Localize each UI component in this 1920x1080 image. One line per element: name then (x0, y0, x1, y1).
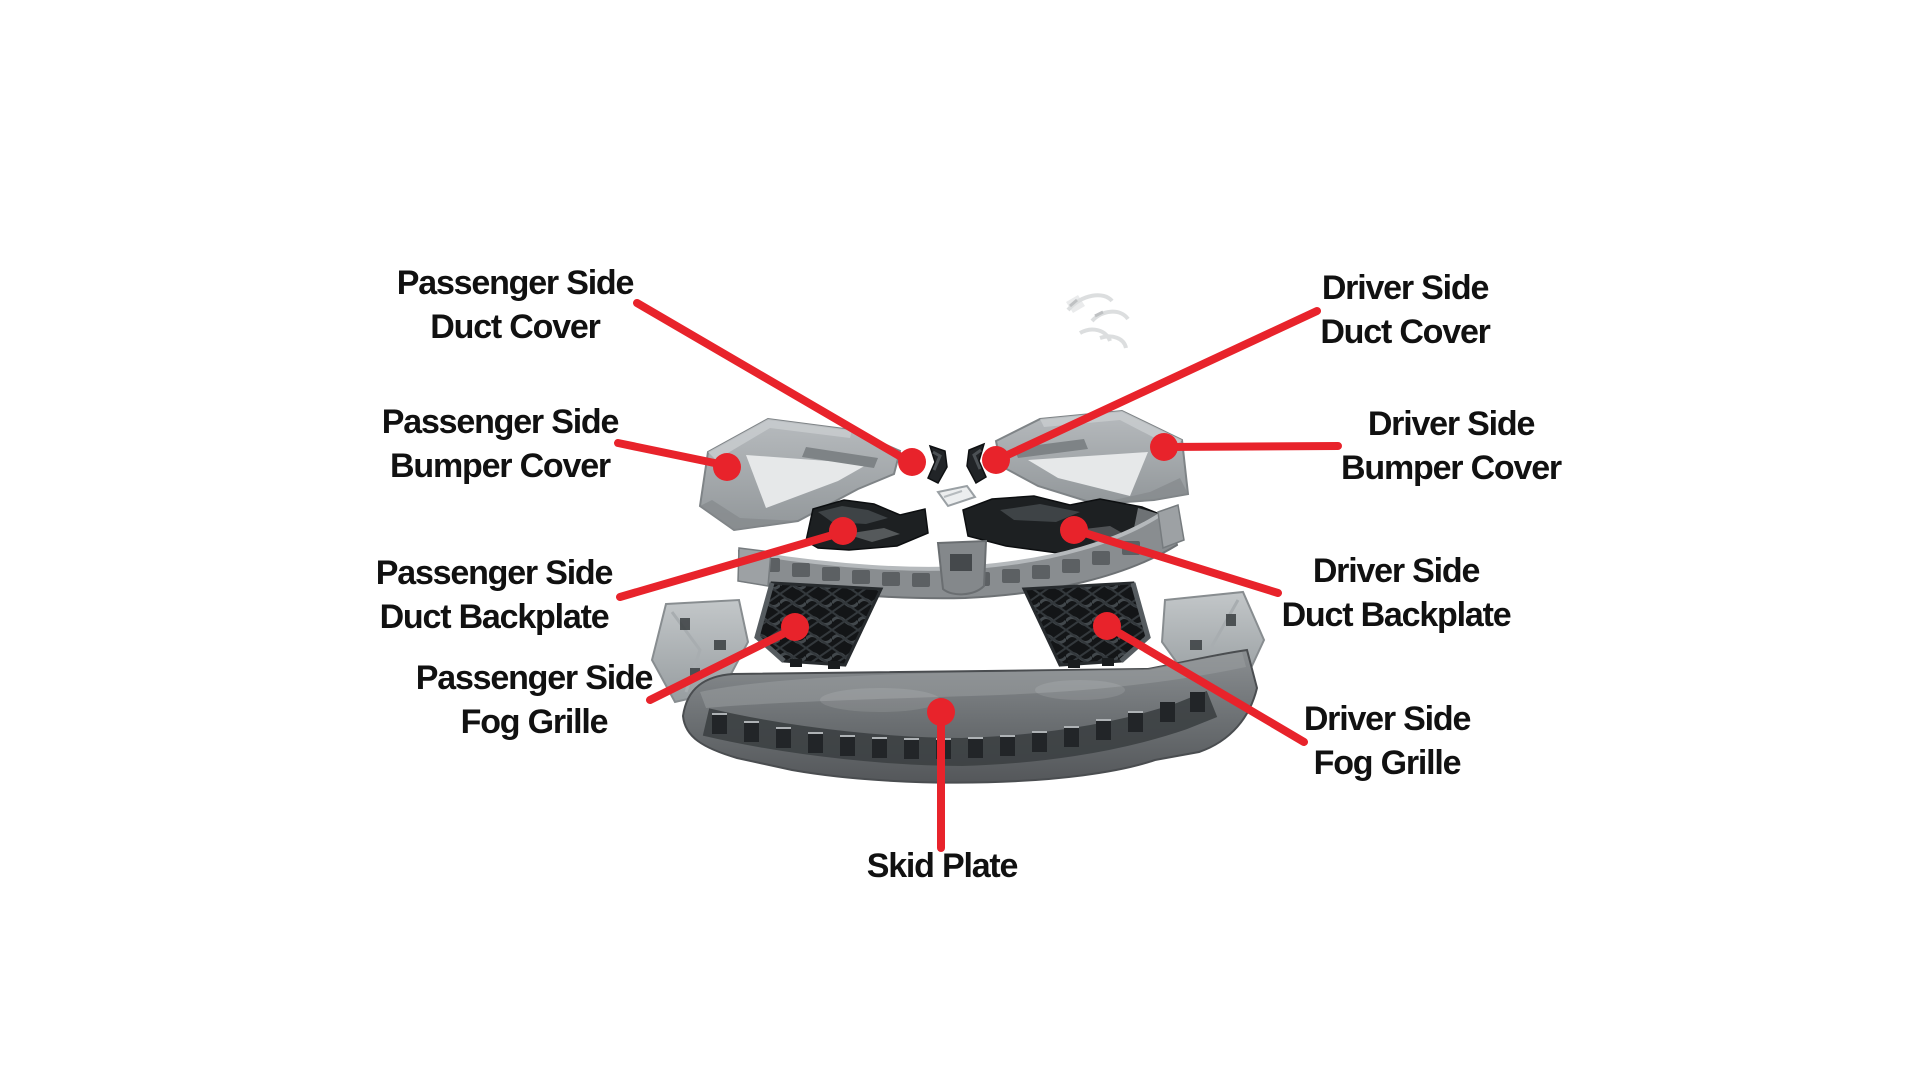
label-passenger-side-duct-backplate: Passenger Side Duct Backplate (375, 551, 614, 639)
label-driver-side-bumper-cover: Driver Side Bumper Cover (1341, 402, 1562, 490)
label-line: Fog Grille (1313, 744, 1462, 782)
label-skid-plate: Skid Plate (866, 844, 1019, 888)
label-line: Duct Backplate (1281, 596, 1512, 634)
label-line: Passenger Side (375, 554, 614, 592)
label-line: Duct Cover (430, 308, 601, 346)
label-line: Duct Backplate (379, 598, 610, 636)
callout-lines (614, 299, 1342, 852)
passenger-side-duct-backplate-part (805, 499, 929, 551)
skid-plate-part (681, 648, 1259, 784)
passenger-side-bumper-cover-part (698, 417, 902, 532)
label-line: Driver Side (1312, 552, 1481, 590)
label-passenger-side-fog-grille: Passenger Side Fog Grille (415, 656, 654, 744)
leader-driver-duct-cover (995, 307, 1321, 463)
label-line: Bumper Cover (390, 447, 611, 485)
leader-passenger-duct-backplate (616, 528, 847, 601)
label-line: Driver Side (1303, 700, 1472, 738)
label-driver-side-duct-cover: Driver Side Duct Cover (1320, 266, 1491, 354)
small-fastener-clips-part (1066, 293, 1130, 349)
leader-driver-bumper-cover (1162, 442, 1342, 451)
point-driver-bumper-cover (1150, 433, 1178, 461)
leader-passenger-fog-grille (646, 623, 801, 704)
point-driver-duct-cover (982, 446, 1010, 474)
point-driver-fog-grille (1093, 612, 1121, 640)
point-passenger-fog-grille (781, 613, 809, 641)
point-passenger-duct-cover (898, 448, 926, 476)
leader-passenger-duct-cover (633, 299, 912, 465)
leader-driver-fog-grille (1105, 623, 1308, 746)
label-driver-side-duct-backplate: Driver Side Duct Backplate (1281, 549, 1512, 637)
chrome-trim-clip-part (936, 484, 977, 508)
label-line: Driver Side (1321, 269, 1490, 307)
label-passenger-side-bumper-cover: Passenger Side Bumper Cover (381, 400, 620, 488)
label-line: Passenger Side (396, 264, 635, 302)
callout-dots (713, 433, 1178, 726)
passenger-side-fog-grille-part (754, 581, 884, 669)
point-passenger-bumper-cover (713, 453, 741, 481)
leader-driver-duct-backplate (1071, 526, 1282, 597)
label-line: Passenger Side (381, 403, 620, 441)
passenger-side-duct-cover-part (927, 444, 948, 484)
label-driver-side-fog-grille: Driver Side Fog Grille (1303, 697, 1472, 785)
label-line: Skid Plate (866, 847, 1019, 885)
point-skid-plate (927, 698, 955, 726)
label-line: Bumper Cover (1341, 449, 1562, 487)
leader-passenger-bumper-cover (614, 439, 733, 470)
driver-side-duct-cover-part (966, 442, 987, 485)
driver-side-fog-grille-part (1021, 581, 1151, 668)
label-line: Duct Cover (1320, 313, 1491, 351)
label-line: Fog Grille (460, 703, 609, 741)
label-line: Passenger Side (415, 659, 654, 697)
label-line: Driver Side (1367, 405, 1536, 443)
point-passenger-duct-backplate (829, 517, 857, 545)
point-driver-duct-backplate (1060, 516, 1088, 544)
label-passenger-side-duct-cover: Passenger Side Duct Cover (396, 261, 635, 349)
